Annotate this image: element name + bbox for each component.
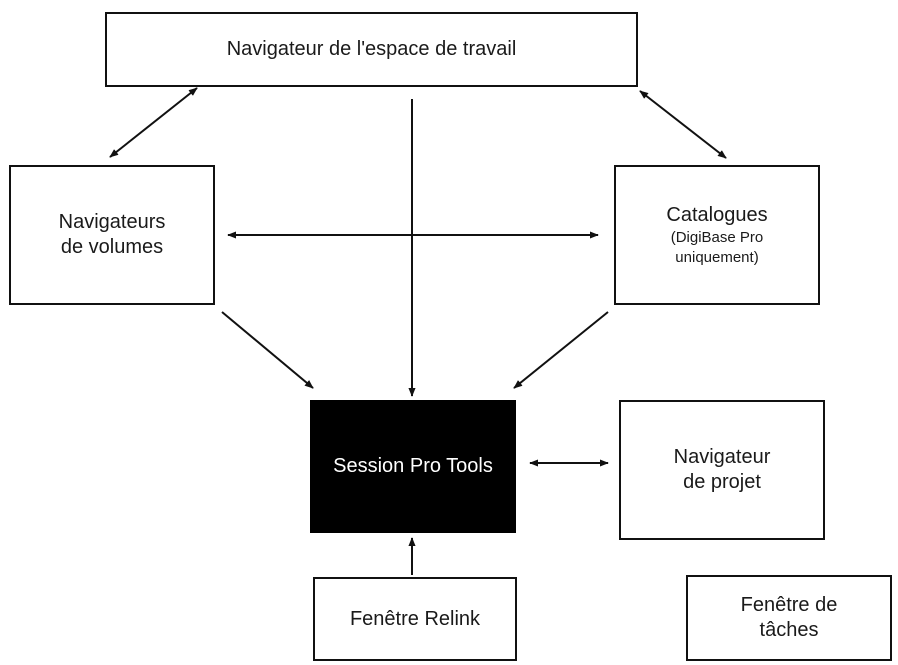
catalogs-title: Catalogues xyxy=(666,204,768,226)
node-session-pro-tools: Session Pro Tools xyxy=(310,400,516,533)
node-workspace-browser: Navigateur de l'espace de travail xyxy=(105,12,638,87)
catalogs-note-line1: (DigiBase Pro xyxy=(670,229,764,246)
session-label: Session Pro Tools xyxy=(333,455,493,477)
workspace-browser-label: Navigateur de l'espace de travail xyxy=(226,38,517,60)
node-relink-window: Fenêtre Relink xyxy=(313,577,517,661)
project-browser-line1: Navigateur xyxy=(673,446,771,468)
catalogs-note-line2: uniquement) xyxy=(675,248,759,266)
project-browser-text: Navigateur de projet xyxy=(674,445,771,495)
volume-browsers-line1: Navigateurs xyxy=(58,211,166,233)
task-window-line2: tâches xyxy=(759,619,819,641)
task-window-text: Fenêtre de tâches xyxy=(741,593,838,643)
volume-browsers-line2: de volumes xyxy=(60,236,164,258)
node-task-window: Fenêtre de tâches xyxy=(686,575,892,661)
node-volume-browsers: Navigateurs de volumes xyxy=(9,165,215,305)
node-project-browser: Navigateur de projet xyxy=(619,400,825,540)
arrow-catalogs-session xyxy=(513,311,609,389)
task-window-line1: Fenêtre de xyxy=(740,594,838,616)
relink-window-label: Fenêtre Relink xyxy=(349,607,481,630)
node-catalogs: Catalogues (DigiBase Pro uniquement) xyxy=(614,165,820,305)
arrow-volumes-session xyxy=(221,311,314,389)
arrow-workspace-volumes xyxy=(109,87,198,158)
project-browser-line2: de projet xyxy=(683,471,761,493)
volume-browsers-text: Navigateurs de volumes xyxy=(59,210,166,260)
catalogs-text: Catalogues (DigiBase Pro uniquement) xyxy=(666,203,767,267)
arrow-workspace-catalogs xyxy=(639,90,727,159)
